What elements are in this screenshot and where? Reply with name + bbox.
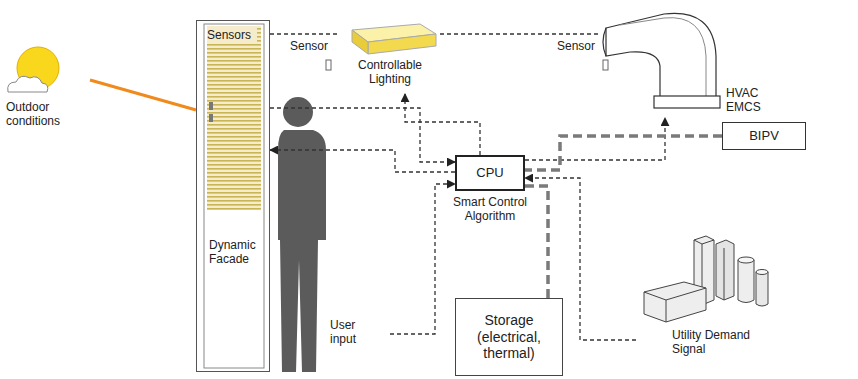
user: User input xyxy=(262,92,390,362)
building xyxy=(756,270,768,275)
outdoor-conditions: Outdoor conditions xyxy=(4,48,90,130)
utility-demand-signal: Utility Demand Signal xyxy=(636,230,776,366)
blinds xyxy=(207,26,261,210)
connector xyxy=(525,118,665,160)
connector xyxy=(270,150,455,172)
facade-frame xyxy=(204,24,264,368)
buildings xyxy=(644,236,768,322)
sensor-icon xyxy=(603,60,608,70)
node-text: CPU xyxy=(457,165,523,181)
building xyxy=(644,282,706,322)
connector xyxy=(270,33,340,34)
building xyxy=(666,300,667,322)
node-text: Controllable Lighting xyxy=(340,58,440,87)
node-text: User input xyxy=(330,318,370,347)
person-body xyxy=(278,130,326,372)
connector xyxy=(270,108,455,162)
lighting-panel xyxy=(352,30,368,54)
building xyxy=(756,272,768,306)
controllable-lighting: Controllable Lighting xyxy=(340,26,440,94)
edge-label: Sensor xyxy=(288,39,330,53)
building xyxy=(738,257,754,263)
node-text: BIPV xyxy=(723,128,805,144)
building xyxy=(694,240,714,244)
building xyxy=(724,248,725,300)
hvac-emcs: HVAC EMCS xyxy=(598,6,770,118)
node-text: Dynamic Facade xyxy=(209,238,263,267)
cloud xyxy=(8,76,48,92)
sensor-icon xyxy=(209,114,213,122)
building xyxy=(738,260,754,303)
connector xyxy=(440,33,598,34)
person-head xyxy=(283,97,313,127)
hvac-duct xyxy=(603,28,606,56)
dynamic-facade: SensorsDynamic Facade xyxy=(196,20,270,372)
sensor-icon xyxy=(326,60,331,70)
edge-label-holder: Sensor xyxy=(555,39,597,53)
connector xyxy=(390,184,455,334)
edge-label-holder: Sensor xyxy=(288,39,330,53)
sensor-icon xyxy=(209,102,213,110)
hvac-duct xyxy=(606,13,716,98)
connector xyxy=(90,80,196,110)
node-text: Utility Demand Signal xyxy=(672,328,762,357)
connector xyxy=(525,136,722,170)
connector xyxy=(405,94,480,155)
node-text: Outdoor conditions xyxy=(6,100,78,129)
bipv-box: BIPV xyxy=(722,122,806,150)
node-text: Smart Control Algorithm xyxy=(445,195,535,224)
node-text: Storage (electrical, thermal) xyxy=(460,312,558,362)
cpu-box: CPUSmart Control Algorithm xyxy=(455,155,525,191)
edge-label: Sensor xyxy=(555,39,597,53)
node-text: Sensors xyxy=(207,28,257,42)
building xyxy=(644,288,706,300)
hvac-flange xyxy=(654,96,720,108)
building xyxy=(716,240,734,300)
node-text: HVAC EMCS xyxy=(726,86,768,115)
storage-box: Storage (electrical, thermal) xyxy=(455,298,563,376)
lighting-panel xyxy=(368,34,436,54)
connector xyxy=(525,186,548,298)
hvac-duct xyxy=(620,18,706,98)
